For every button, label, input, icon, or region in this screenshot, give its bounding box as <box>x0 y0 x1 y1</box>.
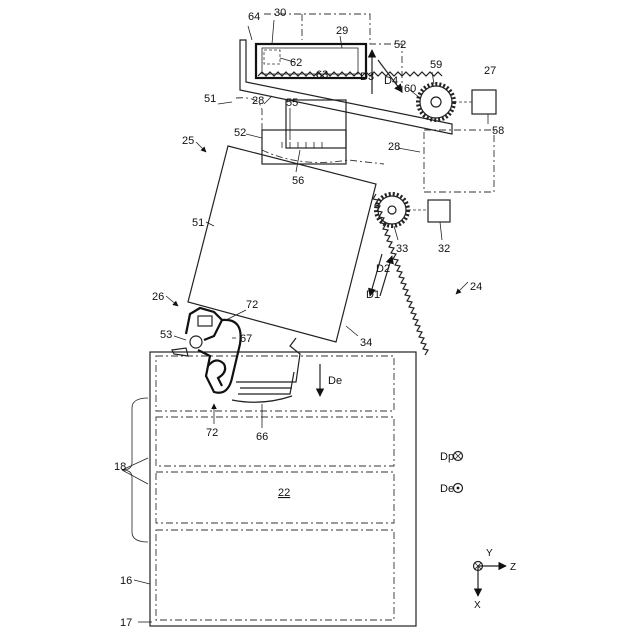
label-dp-legend: Dp <box>440 451 454 463</box>
label-64: 64 <box>248 11 260 23</box>
pivot-53 <box>190 336 202 348</box>
label-53: 53 <box>160 329 172 341</box>
leader-29 <box>340 36 342 48</box>
carriage-29-inner <box>262 48 358 74</box>
hook-72-upper <box>186 308 222 340</box>
circle-cross-icon <box>454 452 463 461</box>
housing-51-lower <box>262 150 384 164</box>
label-26: 26 <box>152 291 164 303</box>
label-32: 32 <box>438 243 450 255</box>
leader-59 <box>432 72 434 84</box>
label-51-lower: 51 <box>192 217 204 229</box>
label-24: 24 <box>470 281 482 293</box>
leader-53 <box>174 336 186 340</box>
label-17: 17 <box>120 617 132 629</box>
leader-28a <box>264 96 272 104</box>
label-51-upper: 51 <box>204 93 216 105</box>
circle-dot-icon <box>454 484 463 493</box>
label-62: 62 <box>290 57 302 69</box>
tray-assembly <box>122 352 416 626</box>
label-d4: D4 <box>384 75 398 87</box>
gear-33-hub <box>388 206 396 214</box>
label-28-upper: 28 <box>252 95 264 107</box>
label-55: 55 <box>286 97 298 109</box>
label-25: 25 <box>182 135 194 147</box>
leader-34 <box>346 326 358 336</box>
leader-lines <box>134 20 488 622</box>
label-67: 67 <box>240 333 252 345</box>
label-72-lower: 72 <box>206 427 218 439</box>
tray-66-lip <box>232 396 292 402</box>
gear-33-teeth <box>376 194 408 226</box>
label-axis-z: Z <box>510 562 516 573</box>
unit-26 <box>166 296 320 424</box>
label-63: 63 <box>316 69 328 81</box>
housing-52-upper <box>264 14 402 94</box>
label-22: 22 <box>278 487 290 499</box>
leader-64 <box>248 26 252 40</box>
label-27: 27 <box>484 65 496 77</box>
coordinate-axes <box>474 562 507 597</box>
label-34: 34 <box>360 337 372 349</box>
gear-59-hub <box>431 97 441 107</box>
label-52-lower: 52 <box>234 127 246 139</box>
leader-72a <box>226 310 246 320</box>
teeth-55 <box>282 142 322 148</box>
gear-59-teeth <box>418 84 454 120</box>
motor-58 <box>472 90 496 114</box>
label-72-upper: 72 <box>246 299 258 311</box>
hook-72-slot <box>198 316 212 326</box>
label-d2: D2 <box>376 263 390 275</box>
support-base <box>262 130 346 164</box>
leader-51b <box>218 102 232 104</box>
unit-25 <box>188 142 468 355</box>
arrow-d2 <box>380 256 392 296</box>
label-30: 30 <box>274 7 286 19</box>
detector-62 <box>264 50 280 64</box>
housing-28 <box>424 130 494 192</box>
label-56: 56 <box>292 175 304 187</box>
label-29: 29 <box>336 25 348 37</box>
leader-30 <box>272 20 274 44</box>
tray-compartment-2 <box>156 417 394 466</box>
label-axis-x: X <box>474 600 481 611</box>
arrow-24 <box>456 282 468 294</box>
leader-16 <box>134 580 150 584</box>
leader-52b <box>246 134 262 138</box>
label-52-top: 52 <box>394 39 406 51</box>
tray-66 <box>236 338 300 394</box>
label-16: 16 <box>120 575 132 587</box>
label-60: 60 <box>404 83 416 95</box>
hook-72-lower <box>208 360 225 386</box>
label-axis-y: Y <box>486 548 493 559</box>
motor-32 <box>428 200 450 222</box>
label-58: 58 <box>492 125 504 137</box>
gear-33 <box>378 196 406 224</box>
label-de-arrow: De <box>328 375 342 387</box>
label-28-lower: 28 <box>388 141 400 153</box>
block-51 <box>188 146 376 342</box>
leader-33 <box>394 226 398 240</box>
unit-27 <box>236 14 496 192</box>
label-de-legend: De <box>440 483 454 495</box>
label-18: 18 <box>114 461 126 473</box>
leader-28b <box>398 148 420 152</box>
gear-59 <box>420 86 452 118</box>
leader-32 <box>440 222 442 240</box>
label-59: 59 <box>430 59 442 71</box>
tray-compartment-1 <box>156 356 394 411</box>
label-d3: D3 <box>360 71 374 83</box>
tray-compartment-4 <box>156 530 394 620</box>
arrow-25 <box>196 142 206 152</box>
label-d1: D1 <box>366 289 380 301</box>
direction-legend <box>454 452 463 493</box>
tray-compartment-3 <box>156 472 394 523</box>
label-66: 66 <box>256 431 268 443</box>
label-33: 33 <box>396 243 408 255</box>
arrow-26 <box>166 296 178 306</box>
